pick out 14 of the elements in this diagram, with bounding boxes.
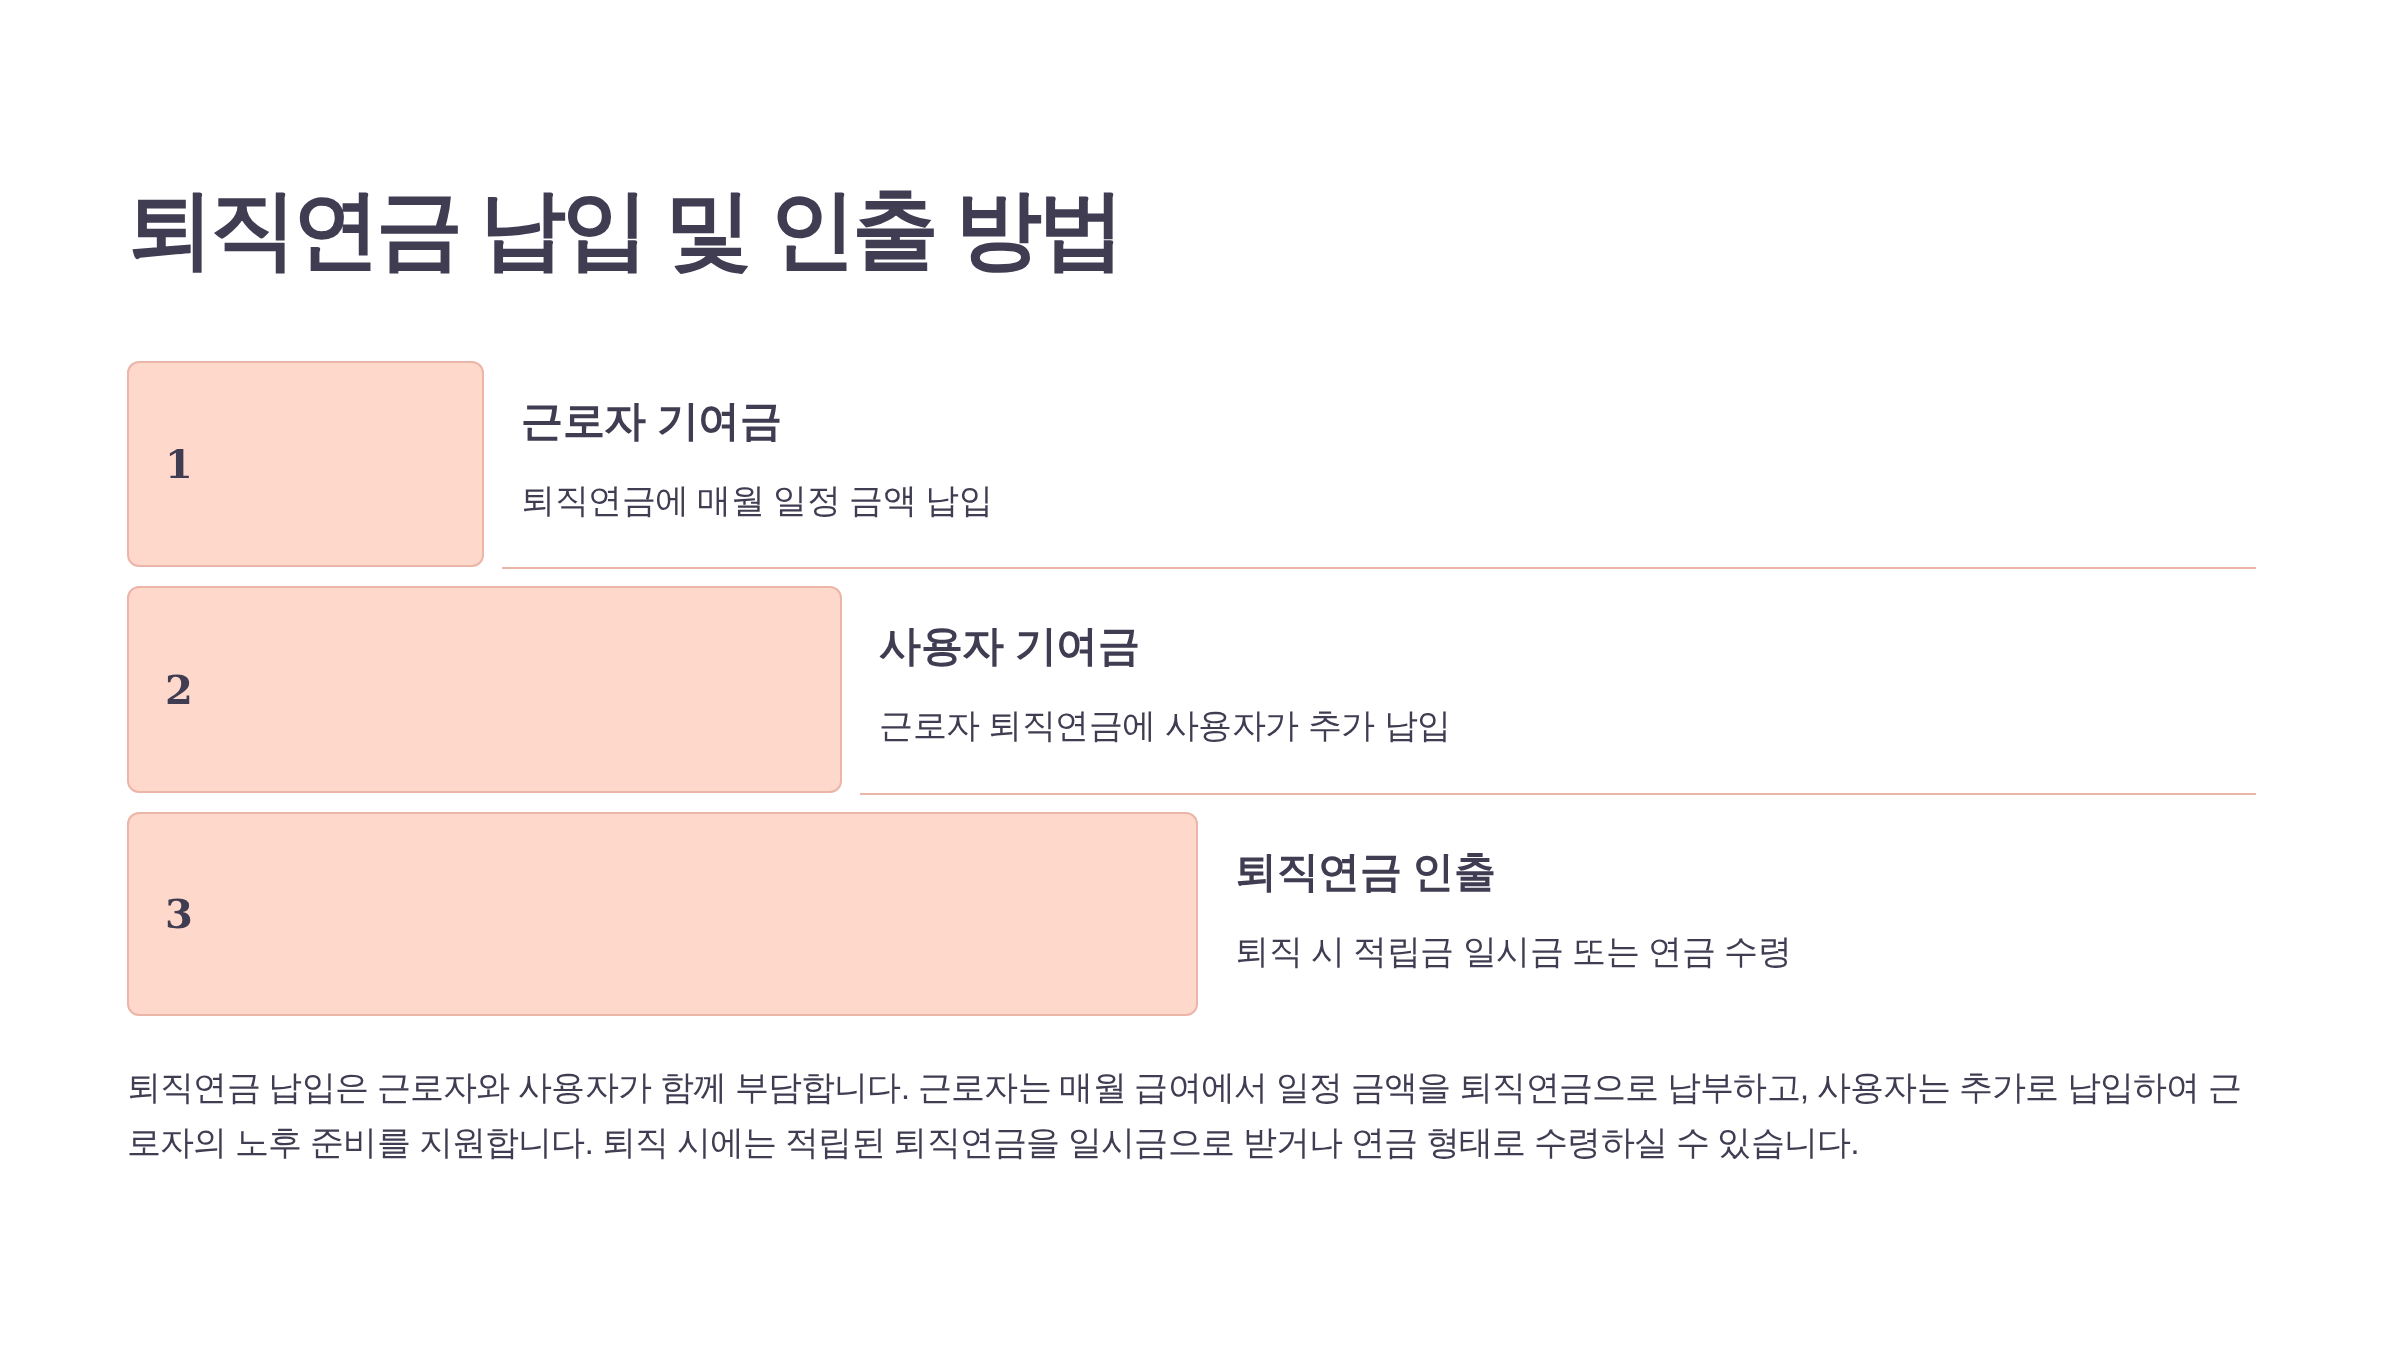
title: 퇴직연금 납입 및 인출 방법 [127,185,1121,272]
step-description: 퇴직 시 적립금 일시금 또는 연금 수령 [1235,931,1792,972]
step-description: 퇴직연금에 매월 일정 금액 납입 [521,480,993,521]
body-text: 퇴직연금 납입은 근로자와 사용자가 함께 부담합니다. 근로자는 매월 급여에서 일정 금액을 퇴직연금으로 납부하고, 사용자는 추가로 납입하여 근로자의 노후 준비를 지원합니다. 퇴직 시에는 적립된 퇴직연금을 일시금으로 받거나 연금 형태로 수령하실 수 있습니다. [127,1067,2243,1163]
step-number: 3 [165,894,193,934]
step-description: 근로자 퇴직연금에 사용자가 추가 납입 [879,705,1451,746]
step-heading: 퇴직연금 인출 [1235,847,1496,897]
step-box [127,812,1198,1016]
step-heading: 사용자 기여금 [879,621,1140,671]
step-box [127,361,484,567]
step-number: 2 [165,669,193,710]
step-heading: 근로자 기여금 [521,396,782,446]
step-number: 1 [165,444,193,484]
step-box [127,586,842,793]
